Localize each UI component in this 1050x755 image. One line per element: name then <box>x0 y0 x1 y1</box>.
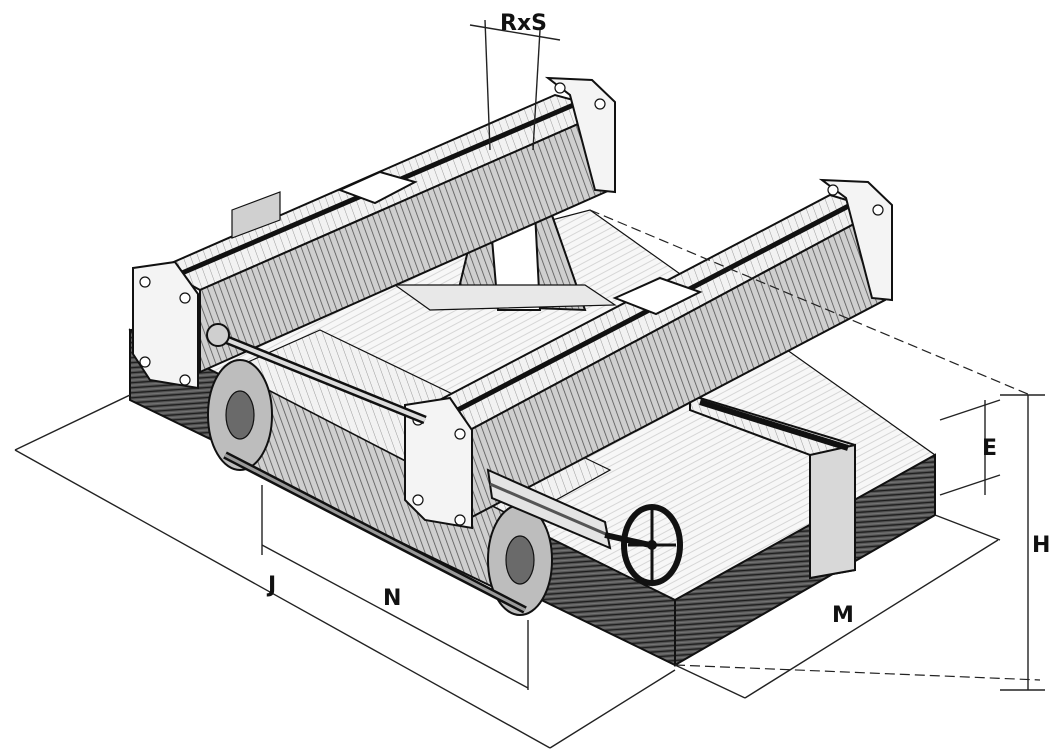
tie-rod <box>223 451 527 614</box>
handwheel-icon[interactable] <box>621 504 683 586</box>
right-upper-beam <box>404 178 893 530</box>
label-j: J <box>266 573 276 598</box>
label-n: N <box>383 586 401 611</box>
right-channel-member <box>689 393 856 580</box>
left-upper-beam <box>132 76 616 390</box>
label-m: M <box>832 603 854 628</box>
adjusting-spindle <box>206 323 427 425</box>
label-e: E <box>982 436 997 461</box>
handwheel-assembly <box>486 468 683 586</box>
label-h: H <box>1032 533 1050 558</box>
label-rxs: RxS <box>500 11 547 36</box>
dimension-lines <box>14 19 1045 749</box>
